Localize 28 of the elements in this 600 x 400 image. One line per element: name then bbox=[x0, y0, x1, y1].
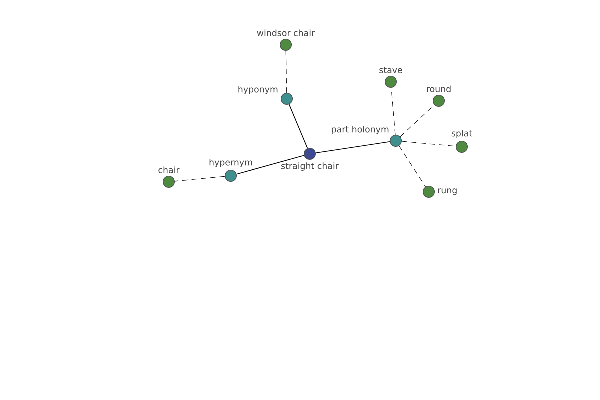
graph-node: hypernym bbox=[210, 159, 252, 182]
dashed-line bbox=[174, 176, 226, 182]
node-label: windsor chair bbox=[257, 30, 316, 36]
dashed-line bbox=[400, 104, 435, 138]
graph-node: round bbox=[427, 86, 451, 107]
node-label: stave bbox=[380, 67, 402, 74]
node-label: part holonym bbox=[332, 126, 389, 134]
graph-node: chair bbox=[158, 166, 180, 188]
graph-node: windsor chair bbox=[257, 30, 316, 51]
node-label: rung bbox=[438, 188, 457, 196]
node-label: splat bbox=[452, 130, 472, 138]
connector-line bbox=[288, 104, 308, 149]
node-label: round bbox=[427, 86, 451, 92]
node-label: straight chair bbox=[282, 162, 339, 171]
node-label: hyponym bbox=[238, 86, 278, 94]
connector-line bbox=[236, 155, 305, 175]
dashed-line bbox=[402, 141, 456, 147]
graph-node: splat bbox=[452, 130, 472, 153]
node-label: hypernym bbox=[210, 159, 252, 168]
graph-node: rung bbox=[423, 186, 457, 198]
graph-node: hyponym bbox=[238, 86, 293, 105]
node-label: chair bbox=[158, 166, 180, 174]
dashed-line bbox=[391, 88, 396, 136]
dashed-line bbox=[399, 146, 426, 188]
graph-node: straight chair bbox=[282, 148, 339, 171]
graph-node: part holonym bbox=[332, 126, 402, 147]
connector-line bbox=[316, 142, 390, 154]
graph-node: stave bbox=[380, 67, 402, 88]
